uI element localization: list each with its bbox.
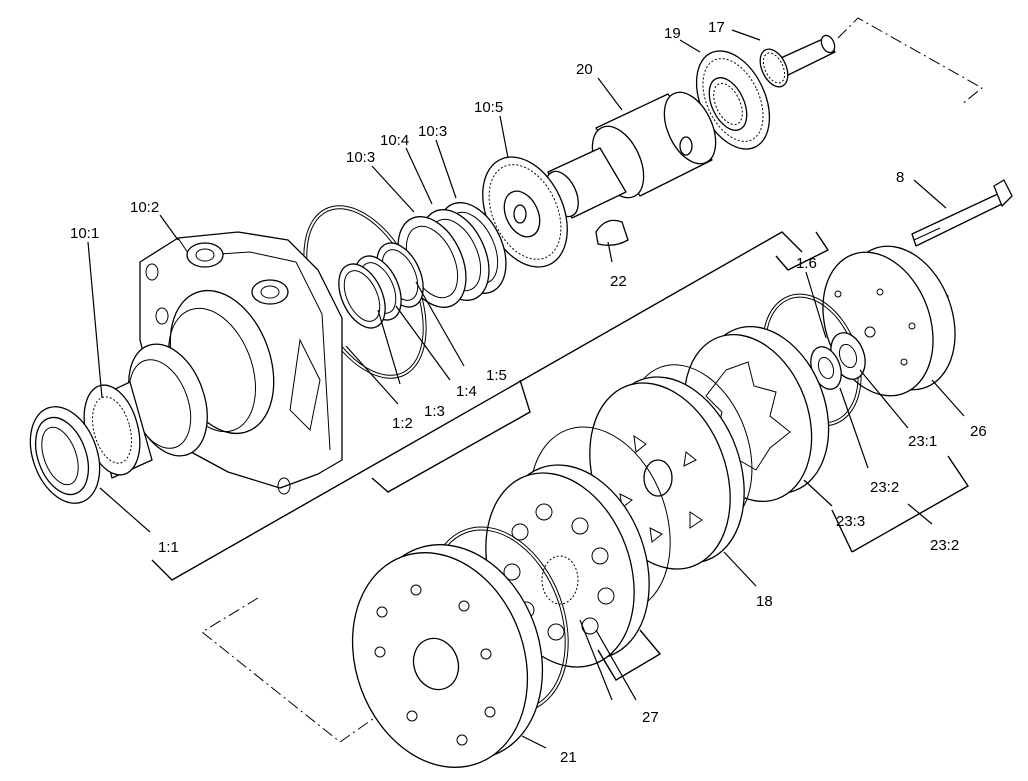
part-19-gear-wheel [695,50,771,150]
callout-23-3: 23:3 [836,513,865,530]
part-21-mounting-flange [351,544,544,768]
leader-lines [87,29,965,749]
part-10-2-housing [128,231,343,495]
part-22-key [595,219,629,246]
callout-10-4: 10:4 [380,132,409,149]
callout-10-5: 10:5 [474,99,503,116]
callout-19: 19 [664,25,681,42]
callout-10-3-b: 10:3 [418,123,447,140]
part-1-2-ring [338,263,386,329]
callout-10-3-a: 10:3 [346,149,375,166]
callout-1-4: 1:4 [456,383,477,400]
callout-10-2: 10:2 [130,199,159,216]
part-20-sleeve [545,91,717,219]
part-10-5-bearing [482,156,568,268]
callout-labels: 10:1 10:2 10:3 10:4 10:3 10:5 20 19 17 2… [70,19,987,766]
callout-23-1: 23:1 [908,433,937,450]
callout-20: 20 [576,61,593,78]
callout-21: 21 [560,749,577,766]
callout-1-3: 1:3 [424,403,445,420]
callout-26: 26 [970,423,987,440]
callout-1-1: 1:1 [158,539,179,556]
callout-23-2-a: 23:2 [870,479,899,496]
callout-22: 22 [610,273,627,290]
callout-27: 27 [642,709,659,726]
part-17-drive-shaft [759,34,836,88]
part-10-1-needle-bearing [83,381,153,479]
callout-10-1: 10:1 [70,225,99,242]
callout-23-2-b: 23:2 [930,537,959,554]
callout-18: 18 [756,593,773,610]
callout-8: 8 [896,169,904,186]
part-8-bolt [911,179,1013,247]
callout-1-2: 1:2 [392,415,413,432]
part-1-1-shaft-seal [29,406,101,504]
brackets [151,231,969,681]
callout-1-6: 1:6 [796,255,817,272]
callout-17: 17 [708,19,725,36]
callout-1-5: 1:5 [486,367,507,384]
